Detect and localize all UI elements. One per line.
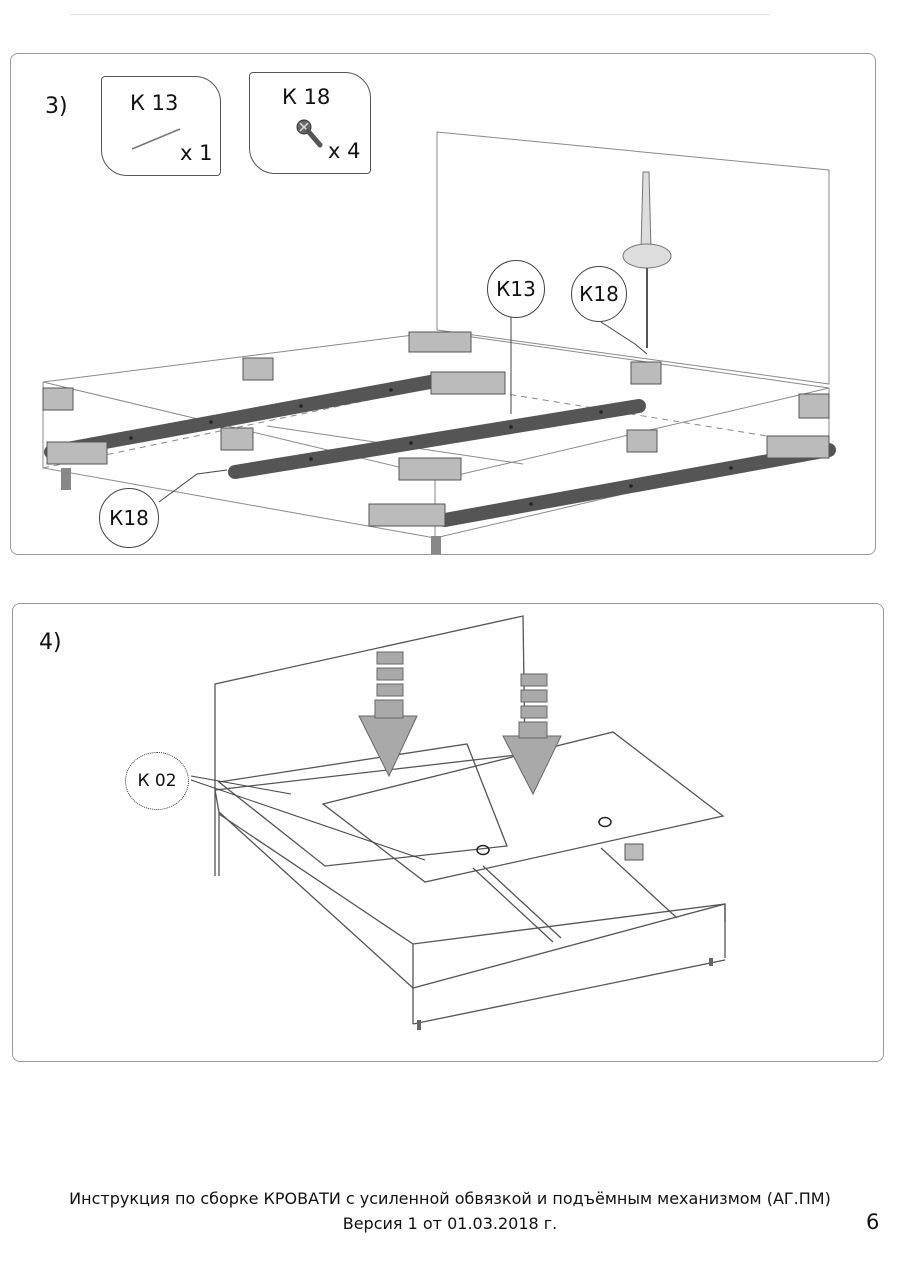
bed-frame-drawing	[42, 131, 836, 554]
screw-icon	[296, 119, 323, 148]
callout-k13: К13	[487, 260, 545, 318]
step-3-panel: 3) К 13 x 1 К 18 x 4	[10, 53, 876, 555]
part-card-k18: К 18 x 4	[249, 72, 371, 174]
footer: Инструкция по сборке КРОВАТИ с усиленной…	[0, 1186, 900, 1236]
part-card-k13: К 13 x 1	[101, 76, 221, 176]
callout-k18-top: К18	[571, 266, 627, 322]
rod-icon	[131, 128, 181, 150]
step-3-number: 3)	[45, 94, 68, 119]
top-scan-line	[70, 14, 770, 15]
callout-k18-bottom: К18	[99, 488, 159, 548]
part-qty: x 4	[328, 139, 361, 163]
step-4-number: 4)	[39, 630, 62, 655]
part-code: К 13	[130, 91, 179, 115]
footer-title: Инструкция по сборке КРОВАТИ с усиленной…	[69, 1189, 831, 1208]
part-code: К 18	[282, 85, 331, 109]
callout-k02: К 02	[125, 752, 189, 810]
bed-lift-drawing	[190, 615, 726, 1030]
part-qty: x 1	[180, 141, 213, 165]
step-4-panel: 4)	[12, 603, 884, 1062]
footer-version: Версия 1 от 01.03.2018 г.	[342, 1214, 558, 1233]
page-number: 6	[866, 1210, 880, 1234]
